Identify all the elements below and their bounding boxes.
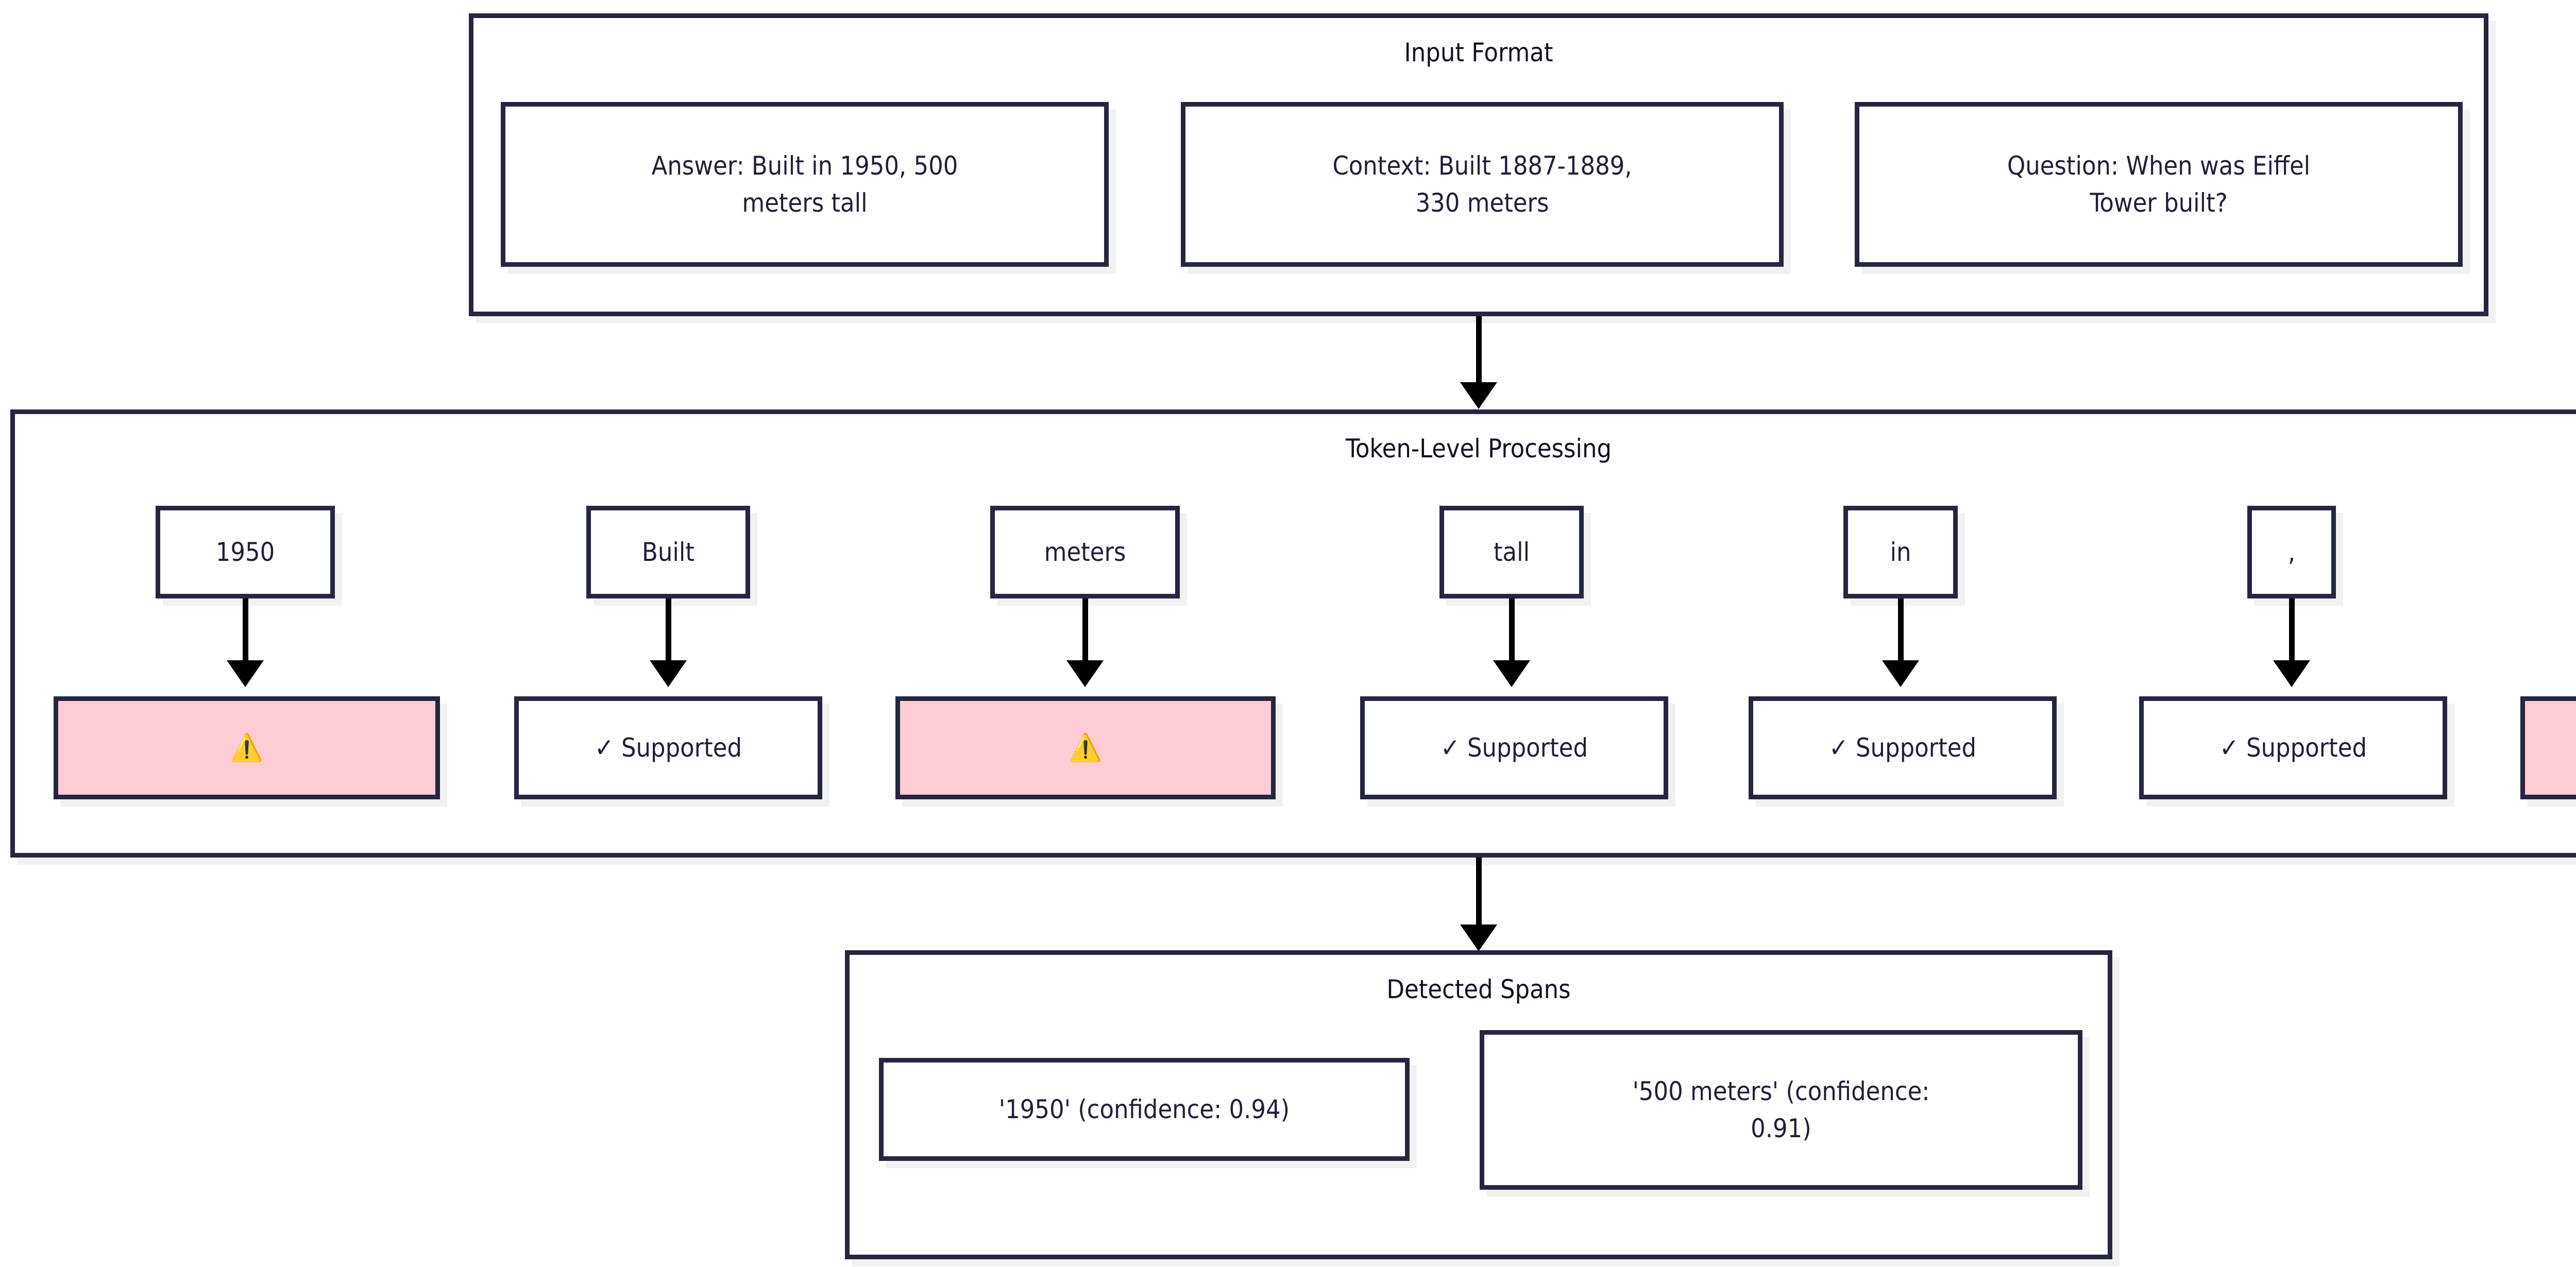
- input-box-answer-label: Answer: Built in 1950, 500 meters tall: [651, 150, 958, 218]
- token-box-0[interactable]: 1950: [156, 506, 335, 598]
- detected-spans-title: Detected Spans: [1386, 974, 1571, 1004]
- arrow-head: [1460, 382, 1497, 409]
- token-box-2-label: meters: [1044, 537, 1126, 567]
- status-box-3-label: ✓ Supported: [1440, 732, 1588, 763]
- detected-span-box-0[interactable]: '1950' (confidence: 0.94): [879, 1058, 1410, 1161]
- arrow-head: [1460, 924, 1497, 951]
- input-box-context[interactable]: Context: Built 1887-1889, 330 meters: [1181, 102, 1784, 267]
- status-box-5[interactable]: ✓ Supported: [2139, 696, 2447, 799]
- status-box-2[interactable]: ⚠️: [895, 696, 1276, 799]
- token-box-3[interactable]: tall: [1439, 506, 1584, 598]
- token-box-0-label: 1950: [215, 537, 275, 567]
- warning-icon: ⚠️: [230, 732, 264, 763]
- arrow-head: [650, 660, 687, 687]
- status-box-1[interactable]: ✓ Supported: [514, 696, 822, 799]
- arrow-shaft: [665, 598, 671, 660]
- input-box-answer[interactable]: Answer: Built in 1950, 500 meters tall: [501, 102, 1109, 267]
- token-box-2[interactable]: meters: [990, 506, 1180, 598]
- status-box-5-label: ✓ Supported: [2219, 732, 2367, 763]
- input-box-question-label: Question: When was Eiffel Tower built?: [2007, 150, 2311, 218]
- input-format-title: Input Format: [1404, 38, 1553, 67]
- status-box-0[interactable]: ⚠️: [54, 696, 440, 799]
- token-box-3-label: tall: [1493, 537, 1530, 567]
- arrow-shaft: [1509, 598, 1515, 660]
- status-box-3[interactable]: ✓ Supported: [1360, 696, 1668, 799]
- arrow-head: [2273, 660, 2310, 687]
- input-box-context-label: Context: Built 1887-1889, 330 meters: [1332, 150, 1632, 218]
- arrow-head: [1066, 660, 1104, 687]
- detected-span-box-1[interactable]: '500 meters' (confidence: 0.91): [1480, 1030, 2082, 1190]
- token-box-5[interactable]: ,: [2247, 506, 2336, 598]
- status-box-6[interactable]: ⚠️: [2520, 696, 2576, 799]
- arrow-head: [1493, 660, 1530, 687]
- detected-span-box-0-label: '1950' (confidence: 0.94): [998, 1094, 1290, 1124]
- token-processing-title: Token-Level Processing: [1345, 434, 1612, 464]
- token-box-1[interactable]: Built: [586, 506, 750, 598]
- arrow-shaft: [242, 598, 248, 660]
- detected-span-box-1-label: '500 meters' (confidence: 0.91): [1632, 1076, 1930, 1144]
- arrow-head: [227, 660, 264, 687]
- token-box-5-label: ,: [2287, 537, 2296, 567]
- status-box-4[interactable]: ✓ Supported: [1749, 696, 2057, 799]
- token-box-4-label: in: [1890, 537, 1911, 567]
- token-box-1-label: Built: [641, 537, 694, 567]
- warning-icon: ⚠️: [1069, 732, 1103, 763]
- arrow-shaft: [2289, 598, 2295, 660]
- arrow-shaft: [1082, 598, 1088, 660]
- status-box-4-label: ✓ Supported: [1828, 732, 1977, 763]
- status-box-1-label: ✓ Supported: [594, 732, 742, 763]
- input-box-question[interactable]: Question: When was Eiffel Tower built?: [1855, 102, 2463, 267]
- arrow-shaft: [1476, 858, 1482, 924]
- token-box-4[interactable]: in: [1843, 506, 1958, 598]
- arrow-shaft: [1897, 598, 1904, 660]
- arrow-shaft: [1476, 316, 1482, 382]
- arrow-head: [1882, 660, 1919, 687]
